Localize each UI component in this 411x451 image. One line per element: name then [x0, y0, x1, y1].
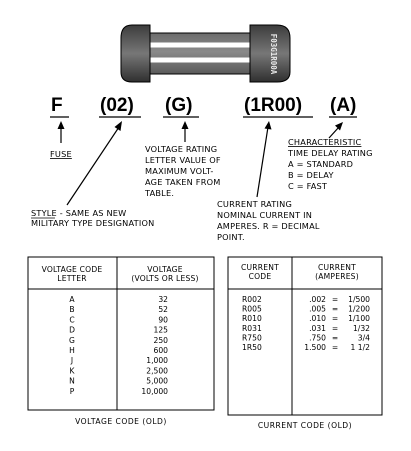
current-equals: = — [332, 343, 338, 352]
current-equals: = — [332, 295, 338, 304]
callout-characteristic-line: TIME DELAY RATING — [287, 148, 373, 158]
current-code: R010 — [242, 314, 262, 323]
voltage-value: 250 — [154, 336, 169, 345]
code-style-letter: F — [51, 95, 63, 116]
part-number: F (02) (G) (1R00) (A) — [50, 95, 357, 118]
callout-characteristic-line: A = STANDARD — [288, 159, 353, 169]
current-fraction: 1/32 — [353, 324, 370, 333]
current-code: R750 — [242, 333, 262, 342]
code-style-number: (02) — [100, 95, 134, 116]
callout-characteristic-line: B = DELAY — [288, 170, 334, 180]
fuse-illustration: F03G1R00A — [120, 24, 291, 83]
callout-current-line: AMPERES. R = DECIMAL — [217, 221, 320, 231]
callout-fuse-line: FUSE — [50, 149, 72, 159]
current-table-header-code: CURRENT — [241, 263, 279, 272]
current-decimal: 1.500 — [304, 343, 326, 352]
current-code: R002 — [242, 295, 262, 304]
fuse-left-cap — [120, 24, 151, 83]
current-equals: = — [332, 333, 338, 342]
code-characteristic: (A) — [330, 95, 356, 116]
callout-voltage-line: VOLTAGE RATING — [145, 144, 217, 154]
current-table-header-code: CODE — [249, 272, 272, 281]
current-code: 1R50 — [242, 343, 262, 352]
current-code: R005 — [242, 305, 262, 314]
voltage-code-letter: J — [70, 356, 73, 365]
fuse-body-marking: F03G1R00A — [269, 34, 278, 75]
current-equals: = — [332, 314, 338, 323]
voltage-code-letter: A — [69, 295, 75, 304]
voltage-code-letter: B — [69, 305, 74, 314]
voltage-code-letter: K — [70, 366, 76, 375]
code-current-rating: (1R00) — [244, 95, 302, 116]
voltage-value: 32 — [158, 295, 168, 304]
callout-current-line: NOMINAL CURRENT IN — [217, 210, 312, 220]
callout-voltage-line: LETTER VALUE OF — [145, 155, 221, 165]
current-table-header-amperes: (AMPERES) — [315, 272, 359, 281]
arrow-current — [256, 121, 272, 198]
arrow-style — [66, 121, 122, 206]
voltage-code-letter: D — [69, 326, 75, 335]
callout-style-line: STYLE - SAME AS NEW — [31, 208, 126, 218]
callout-characteristic: CHARACTERISTIC TIME DELAY RATING A = STA… — [287, 137, 373, 191]
voltage-value: 90 — [158, 315, 168, 324]
voltage-value: 125 — [154, 326, 169, 335]
callout-style-line: MILITARY TYPE DESIGNATION — [31, 218, 154, 228]
voltage-value: 10,000 — [141, 387, 168, 396]
current-equals: = — [332, 324, 338, 333]
voltage-value: 5,000 — [146, 377, 168, 386]
voltage-table-header-voltage: (VOLTS OR LESS) — [131, 274, 198, 283]
arrow-characteristic — [328, 122, 343, 139]
callout-current: CURRENT RATING NOMINAL CURRENT IN AMPERE… — [217, 199, 320, 242]
fuse-right-cap — [249, 24, 291, 83]
voltage-value: 600 — [154, 346, 169, 355]
current-code: R031 — [242, 324, 262, 333]
callout-voltage-line: AGE TAKEN FROM — [145, 177, 221, 187]
callout-current-line: POINT. — [217, 232, 245, 242]
voltage-table-header-voltage: VOLTAGE — [147, 265, 182, 274]
voltage-value: 52 — [158, 305, 168, 314]
current-decimal: .002 — [309, 295, 326, 304]
callout-current-line: CURRENT RATING — [217, 199, 292, 209]
current-fraction: 1/500 — [348, 295, 370, 304]
callout-characteristic-line: C = FAST — [288, 181, 328, 191]
callout-characteristic-line: CHARACTERISTIC — [288, 137, 361, 147]
voltage-code-letter: H — [69, 346, 75, 355]
callout-style: STYLE - SAME AS NEW MILITARY TYPE DESIGN… — [31, 208, 154, 228]
current-table-header-amperes: CURRENT — [318, 263, 356, 272]
voltage-table-caption: VOLTAGE CODE (OLD) — [75, 417, 167, 426]
voltage-table-header-code: VOLTAGE CODE — [42, 265, 103, 274]
code-voltage-letter: (G) — [165, 95, 192, 116]
callout-voltage-line: TABLE. — [144, 188, 174, 198]
current-code-table: CURRENT CODE CURRENT (AMPERES) R002 .002 =… — [227, 256, 383, 416]
callout-arrows — [57, 121, 343, 206]
current-fraction: 1/200 — [348, 305, 370, 314]
fuse-body — [150, 33, 250, 74]
current-decimal: .010 — [309, 314, 326, 323]
arrow-fuse — [57, 121, 65, 143]
callout-voltage: VOLTAGE RATING LETTER VALUE OF MAXIMUM V… — [144, 144, 221, 198]
voltage-code-letter: N — [69, 377, 75, 386]
current-decimal: .005 — [309, 305, 326, 314]
current-table-caption: CURRENT CODE (OLD) — [258, 421, 352, 430]
voltage-value: 1,000 — [146, 356, 168, 365]
voltage-code-letter: C — [69, 315, 74, 324]
current-fraction: 1 1/2 — [351, 343, 371, 352]
current-fraction: 1/100 — [348, 314, 370, 323]
current-decimal: .031 — [309, 324, 326, 333]
voltage-code-letter: P — [70, 387, 75, 396]
voltage-value: 2,500 — [146, 366, 168, 375]
arrow-voltage — [181, 121, 189, 142]
voltage-code-table: VOLTAGE CODE LETTER VOLTAGE (VOLTS OR LE… — [27, 256, 215, 411]
voltage-code-letter: G — [69, 336, 75, 345]
current-decimal: .750 — [309, 333, 326, 342]
current-equals: = — [332, 305, 338, 314]
callout-voltage-line: MAXIMUM VOLT- — [145, 166, 214, 176]
current-fraction: 3/4 — [358, 333, 370, 342]
callout-fuse: FUSE — [50, 149, 72, 159]
voltage-table-header-code: LETTER — [57, 274, 87, 283]
